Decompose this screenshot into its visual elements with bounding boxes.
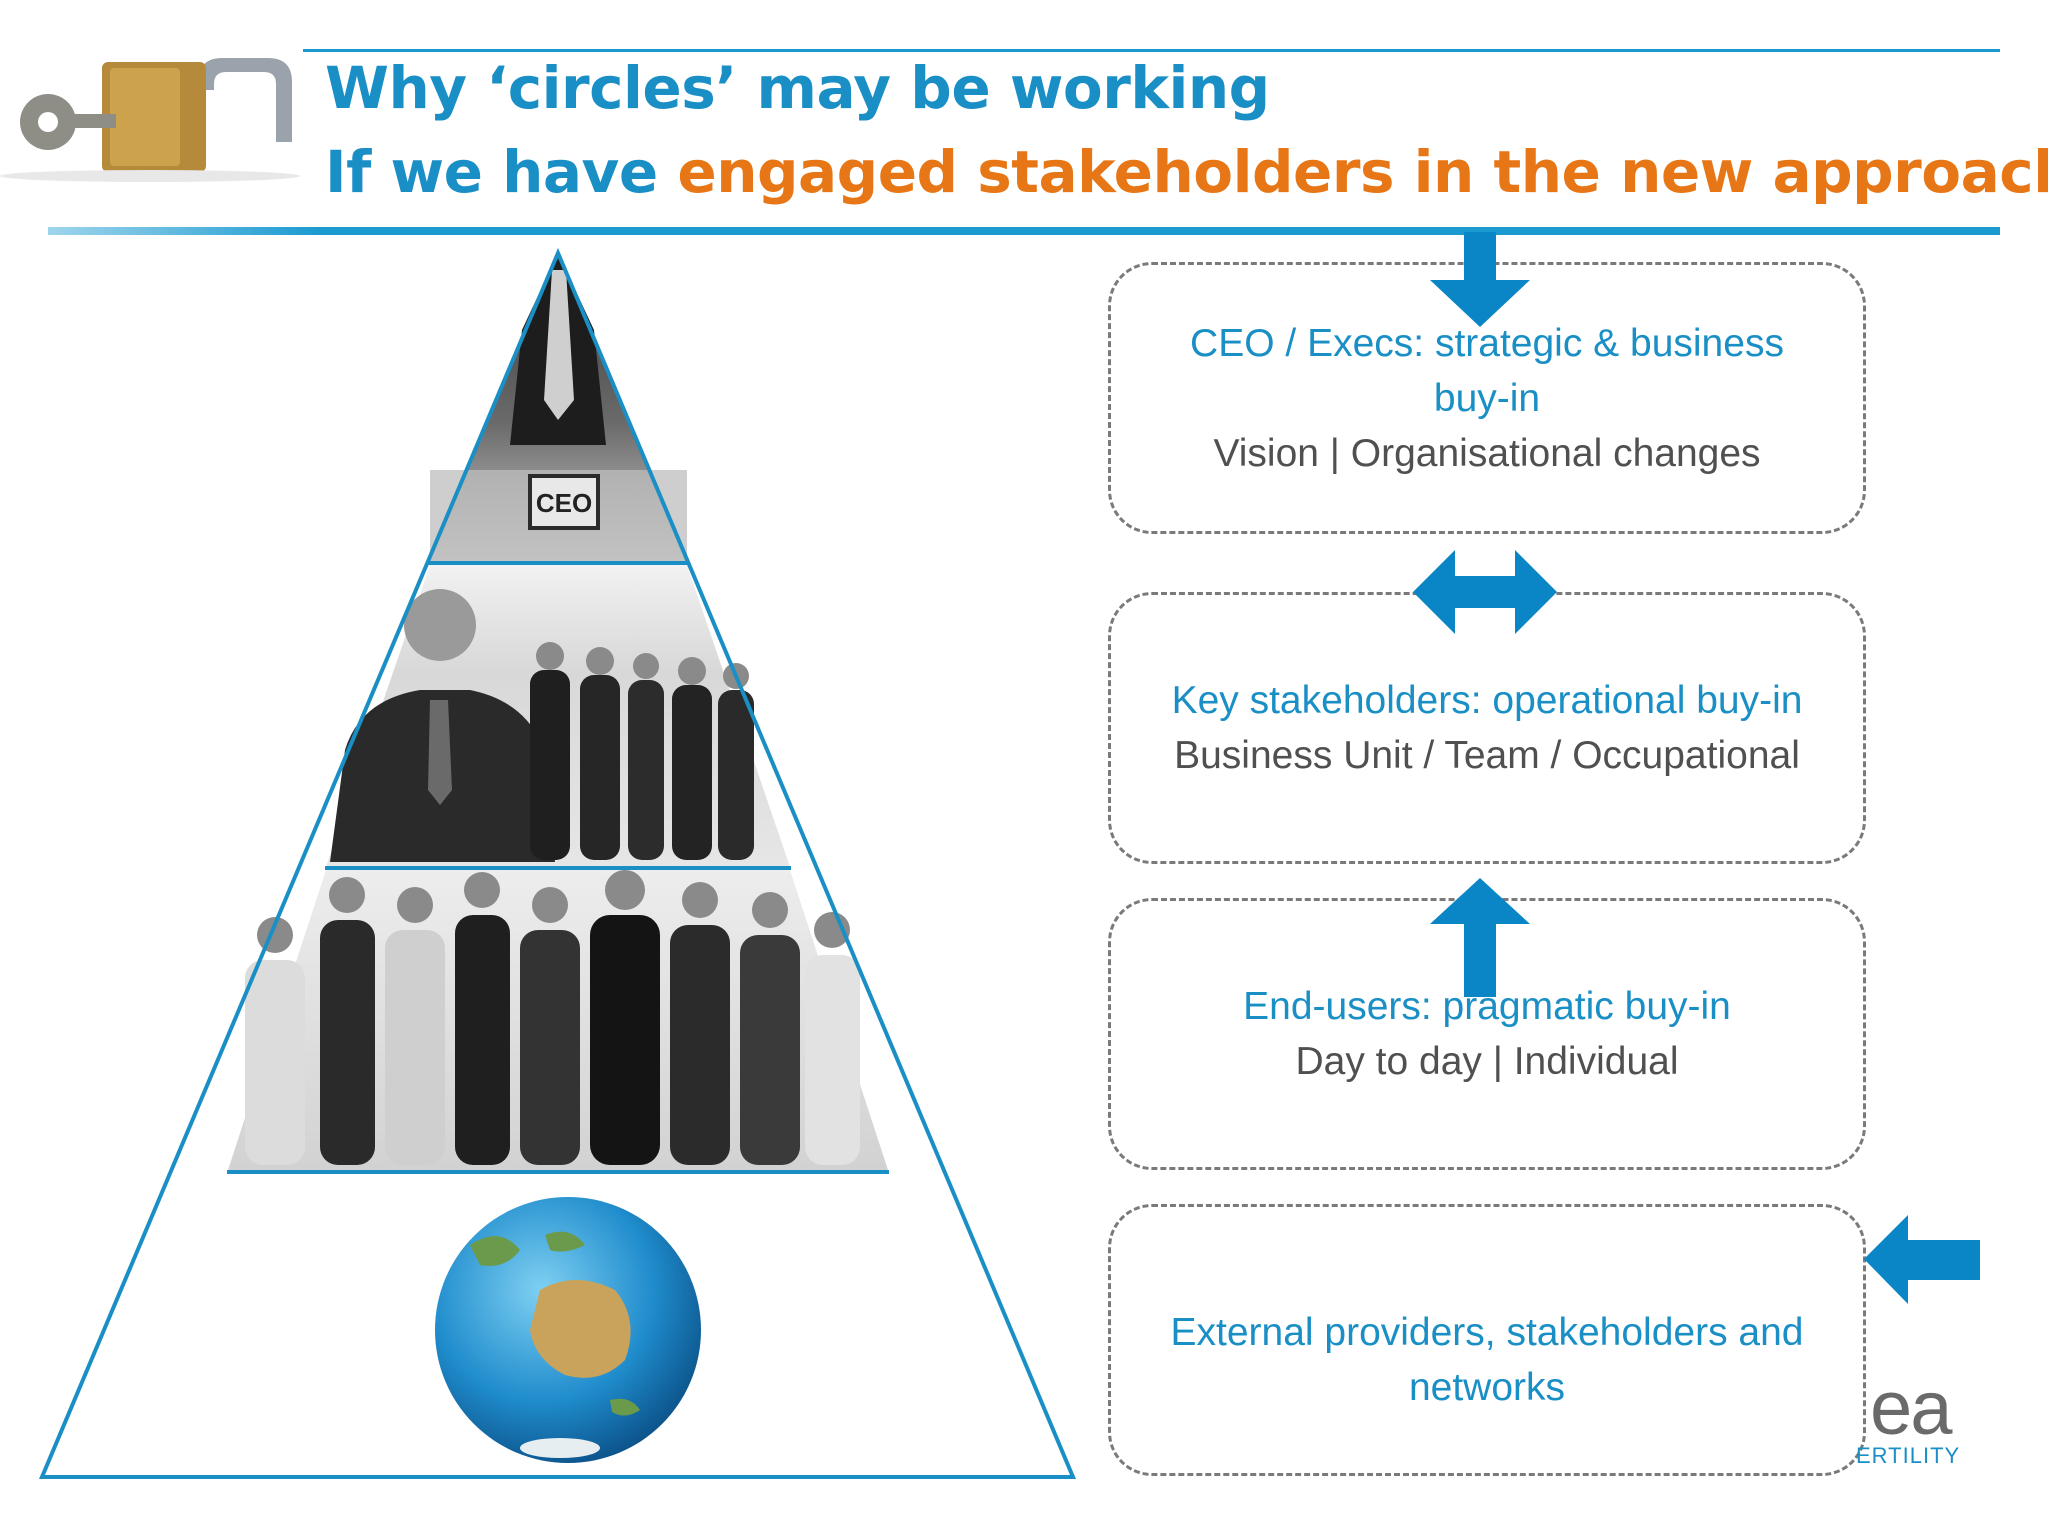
subtitle-highlight: engaged stakeholders in the new approach [677,138,2048,206]
pyramid-outline [38,247,1077,1479]
header-bottom-rule [48,227,2000,235]
slide-title: Why ‘circles’ may be working [325,54,1270,122]
staff-group-photo-icon [228,870,888,1170]
globe-icon [435,1197,701,1463]
business-team-photo-icon [326,565,790,867]
ceo-photo-icon: CEO [430,253,687,562]
logo-text: ea [1870,1366,1953,1451]
box-heading: CEO / Execs: strategic & business buy-in [1190,321,1784,420]
box-subtext: Day to day | Individual [1295,1040,1679,1083]
left-arrow-icon [1864,1215,1980,1304]
stakeholder-box-ceo: CEO / Execs: strategic & business buy-in… [1108,262,1866,534]
slide-subtitle: If we have engaged stakeholders in the n… [325,137,2048,207]
box-subtext: Business Unit / Team / Occupational [1174,734,1800,777]
header-top-rule [303,49,2000,52]
up-arrow-icon [1430,878,1530,997]
padlock-key-icon [0,58,300,182]
box-heading: External providers, stakeholders and net… [1170,1311,1804,1409]
box-heading: Key stakeholders: operational buy-in [1171,679,1803,722]
ceo-sign-label: CEO [536,488,592,518]
stakeholder-box-external: External providers, stakeholders and net… [1108,1204,1866,1476]
logo-subtext: ERTILITY [1856,1443,1961,1468]
down-arrow-icon [1430,232,1530,327]
left-right-arrow-icon [1413,550,1557,634]
subtitle-prefix: If we have [325,138,678,206]
box-subtext: Vision | Organisational changes [1213,431,1761,475]
